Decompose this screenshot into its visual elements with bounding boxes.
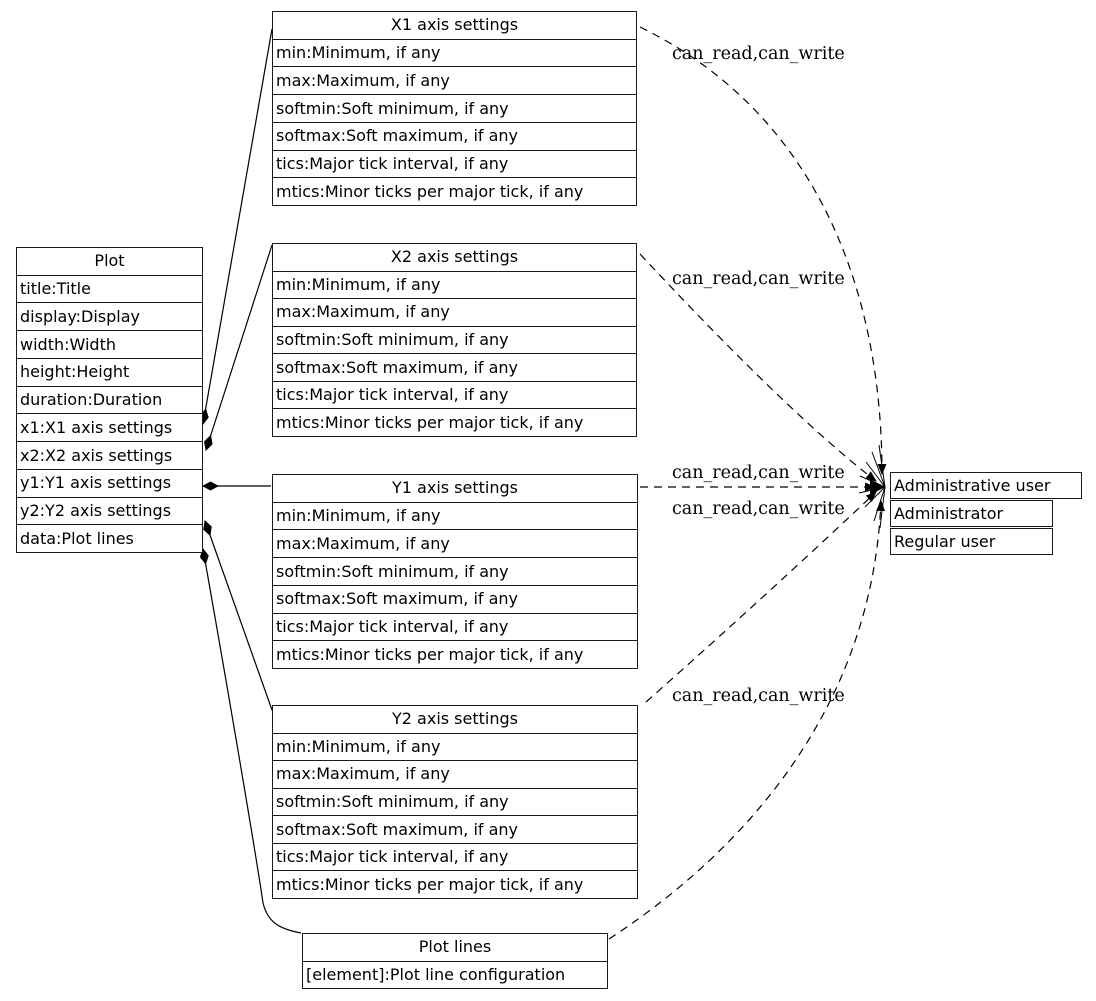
y2-attr-mtics: mtics:Minor ticks per major tick, if any — [273, 870, 637, 898]
edge-label-y2-permissions: can_read,can_write — [672, 686, 845, 706]
y2-attr-softmin: softmin:Soft minimum, if any — [273, 787, 637, 816]
x2-attr-min: min:Minimum, if any — [273, 270, 636, 299]
plot-attr-height: height:Height — [17, 357, 202, 386]
plot-attr-title: title:Title — [17, 274, 202, 303]
class-plot-title: Plot — [94, 251, 125, 271]
class-y1-axis-settings: Y1 axis settings min:Minimum, if any max… — [272, 474, 638, 669]
edge-plotlines-permissions — [608, 500, 886, 940]
class-plot-lines: Plot lines [element]:Plot line configura… — [302, 933, 608, 989]
edge-plot-x2 — [204, 244, 273, 451]
x2-attr-tics: tics:Major tick interval, if any — [273, 380, 636, 409]
plot-attr-duration: duration:Duration — [17, 385, 202, 414]
x1-attr-max: max:Maximum, if any — [273, 66, 636, 94]
x1-title: X1 axis settings — [390, 15, 519, 35]
edge-label-x2-permissions: can_read,can_write — [672, 269, 845, 289]
node-administrative-user: Administrative user — [890, 472, 1082, 499]
plot-lines-attr-element: [element]:Plot line configuration — [303, 960, 607, 989]
edge-plot-x1 — [199, 28, 273, 425]
class-x1-axis-settings: X1 axis settings min:Minimum, if any max… — [272, 11, 637, 206]
administrator-label: Administrator — [894, 504, 1004, 523]
plot-attr-x1: x1:X1 axis settings — [17, 413, 202, 441]
y1-attr-min: min:Minimum, if any — [273, 501, 637, 530]
class-x2-axis-settings: X2 axis settings min:Minimum, if any max… — [272, 243, 637, 437]
edge-x2-permissions — [639, 253, 877, 482]
composition-edges — [199, 28, 302, 934]
node-administrator: Administrator — [890, 500, 1053, 527]
plot-attr-y1: y1:Y1 axis settings — [17, 468, 202, 497]
regular-user-label: Regular user — [894, 532, 996, 551]
plot-attr-width: width:Width — [17, 330, 202, 358]
edge-label-x1-permissions: can_read,can_write — [672, 44, 845, 64]
administrative-user-label: Administrative user — [894, 476, 1051, 495]
edge-label-y1-permissions: can_read,can_write — [672, 463, 845, 483]
y2-title: Y2 axis settings — [392, 709, 518, 729]
x2-attr-softmin: softmin:Soft minimum, if any — [273, 325, 636, 354]
class-y2-axis-settings: Y2 axis settings min:Minimum, if any max… — [272, 705, 638, 899]
arrowhead-burst-icon — [858, 444, 886, 529]
x1-attr-softmin: softmin:Soft minimum, if any — [273, 94, 636, 122]
plot-lines-title: Plot lines — [418, 937, 492, 957]
x1-attr-min: min:Minimum, if any — [273, 38, 636, 67]
x1-attr-mtics: mtics:Minor ticks per major tick, if any — [273, 177, 636, 205]
plot-attr-data: data:Plot lines — [17, 524, 202, 552]
x1-attr-softmax: softmax:Soft maximum, if any — [273, 121, 636, 150]
node-regular-user: Regular user — [890, 528, 1053, 555]
edge-y2-permissions — [645, 491, 877, 703]
y1-attr-softmax: softmax:Soft maximum, if any — [273, 584, 637, 613]
plot-attr-display: display:Display — [17, 302, 202, 330]
y1-title: Y1 axis settings — [392, 478, 518, 498]
edge-plot-y2 — [203, 520, 273, 711]
y1-attr-mtics: mtics:Minor ticks per major tick, if any — [273, 640, 637, 668]
edge-label-plotlines-permissions: can_read,can_write — [672, 499, 845, 519]
y1-attr-tics: tics:Major tick interval, if any — [273, 612, 637, 641]
x2-title: X2 axis settings — [390, 247, 519, 267]
x2-attr-max: max:Maximum, if any — [273, 298, 636, 326]
y2-attr-tics: tics:Major tick interval, if any — [273, 842, 637, 871]
x2-attr-mtics: mtics:Minor ticks per major tick, if any — [273, 408, 636, 436]
y1-attr-softmin: softmin:Soft minimum, if any — [273, 557, 637, 585]
y2-attr-softmax: softmax:Soft maximum, if any — [273, 815, 637, 843]
class-plot: Plot title:Title display:Display width:W… — [16, 247, 203, 553]
x2-attr-softmax: softmax:Soft maximum, if any — [273, 353, 636, 381]
y2-attr-min: min:Minimum, if any — [273, 732, 637, 761]
edge-plot-data — [199, 548, 302, 934]
permission-edges — [608, 26, 887, 940]
edge-x1-permissions — [639, 26, 887, 475]
plot-attr-x2: x2:X2 axis settings — [17, 441, 202, 469]
y1-attr-max: max:Maximum, if any — [273, 529, 637, 557]
plot-attr-y2: y2:Y2 axis settings — [17, 496, 202, 525]
x1-attr-tics: tics:Major tick interval, if any — [273, 149, 636, 178]
y2-attr-max: max:Maximum, if any — [273, 760, 637, 788]
